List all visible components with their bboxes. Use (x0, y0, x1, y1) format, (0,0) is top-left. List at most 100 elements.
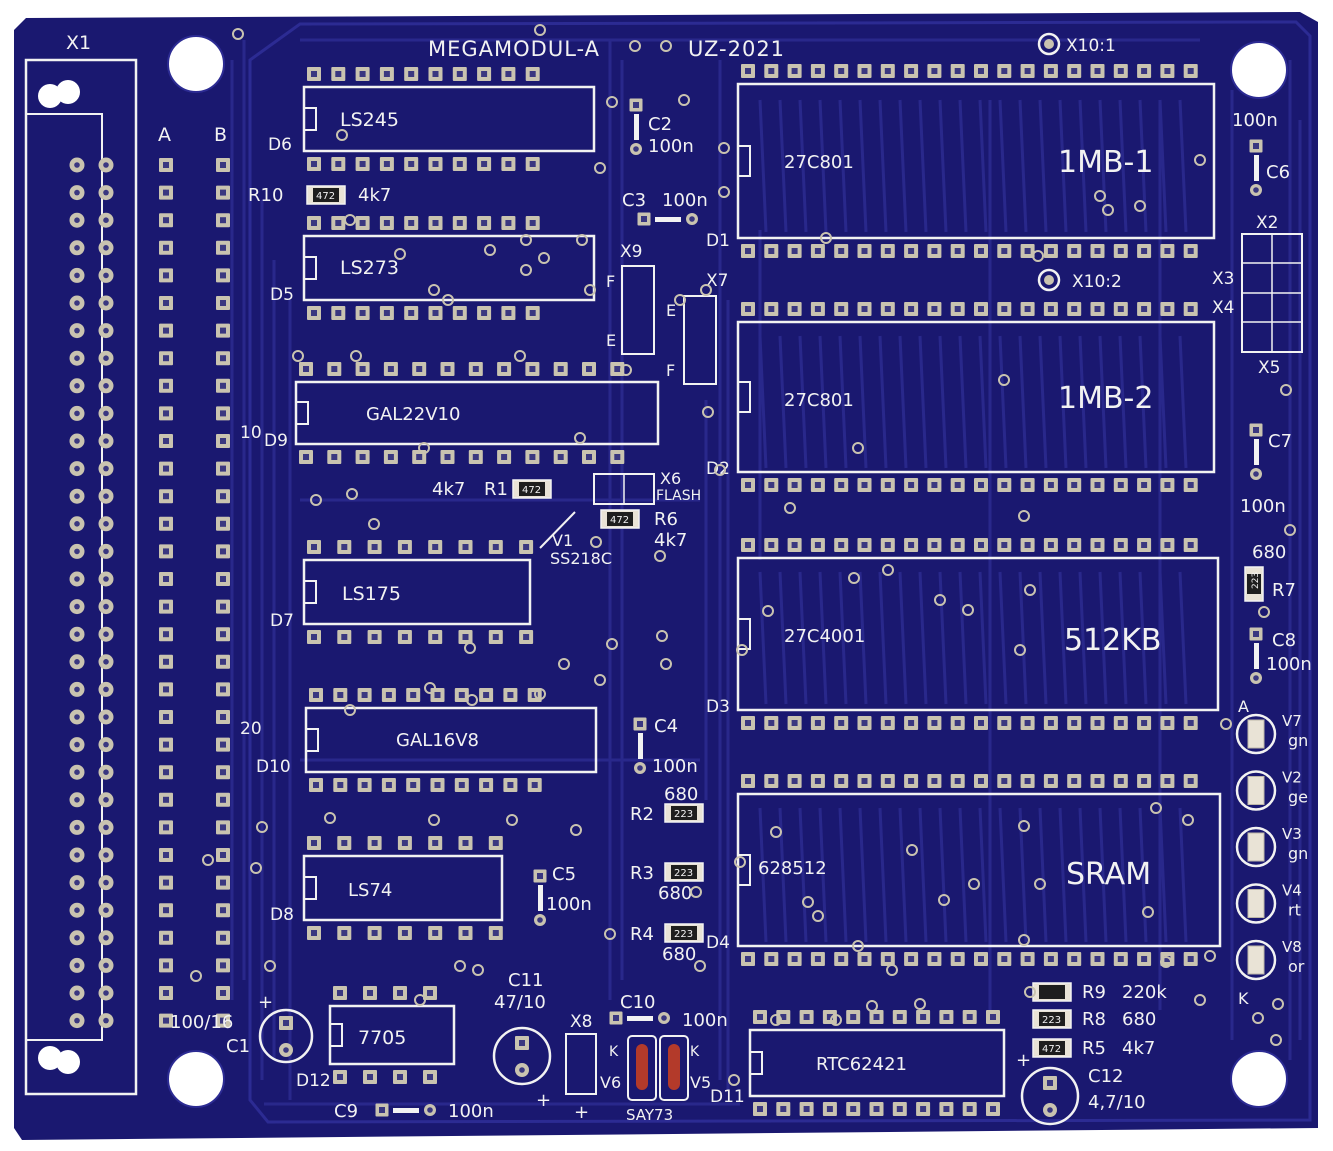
resistor-r3-ref: R3 (630, 863, 654, 884)
capacitor-c10-value: 100n (682, 1010, 728, 1031)
capacitor-c8: C8 100n (1249, 627, 1312, 684)
svg-text:E: E (606, 331, 616, 350)
svg-text:X2: X2 (1256, 213, 1278, 233)
resistor-r1-ref: R1 (484, 479, 508, 500)
capacitor-c4-ref: C4 (654, 716, 678, 737)
chip-d8-part: LS74 (348, 880, 392, 901)
chip-d4-ref: D4 (706, 933, 730, 953)
diode-pair-v5-v6: K K V6 V5 SAY73 (600, 1035, 711, 1124)
svg-text:X3: X3 (1212, 269, 1234, 289)
capacitor-c12-value: 4,7/10 (1088, 1092, 1146, 1113)
capacitor-c1-plus-mark: + (258, 992, 273, 1013)
chip-d2-label: 1MB-2 (1058, 381, 1153, 416)
row-a-label: A (158, 124, 171, 146)
chip-d3-label: 512KB (1064, 623, 1162, 658)
led-cathode-mark: K (1238, 989, 1249, 1008)
led-v2-color: ge (1288, 788, 1308, 807)
chip-d6-part: LS245 (340, 109, 399, 131)
svg-text:V1: V1 (552, 531, 573, 550)
resistor-r6-ref: R6 (654, 509, 678, 530)
resistor-r4-value: 680 (662, 944, 696, 965)
led-anode-mark: A (1238, 697, 1249, 716)
capacitor-c5-ref: C5 (552, 864, 576, 885)
chip-d9-part: GAL22V10 (366, 404, 460, 425)
chip-d9-ref: D9 (264, 431, 288, 451)
resistor-r7-ref: R7 (1272, 580, 1296, 601)
chip-d1-label: 1MB-1 (1058, 145, 1153, 180)
svg-text:F: F (666, 361, 675, 380)
svg-text:SS218C: SS218C (550, 549, 612, 568)
chip-d12-ref: D12 (296, 1071, 331, 1091)
led-v3-ref: V3 (1282, 825, 1302, 843)
chip-d2-ref: D2 (706, 459, 730, 479)
jumper-x10-1: X10:1 (1037, 32, 1116, 56)
chip-d10-part: GAL16V8 (396, 730, 479, 751)
resistor-r4-code: 223 (674, 929, 693, 940)
led-v3-color: gn (1288, 844, 1308, 863)
capacitor-c8-value: 100n (1266, 654, 1312, 675)
svg-text:V6: V6 (600, 1073, 621, 1092)
svg-text:X9: X9 (620, 242, 642, 262)
svg-text:X4: X4 (1212, 298, 1234, 318)
row-b-label: B (214, 124, 227, 146)
header-x2-x5: X2 X3 X4 X5 (1212, 213, 1303, 378)
chip-d7-ref: D7 (270, 611, 294, 631)
capacitor-c10-ref: C10 (620, 992, 655, 1013)
jumper-x6: X6 FLASH (593, 469, 701, 505)
svg-text:F: F (606, 272, 615, 291)
resistor-r10-code: 472 (316, 191, 335, 202)
resistor-r1-code: 472 (522, 485, 541, 496)
led-v4-ref: V4 (1282, 882, 1302, 900)
capacitor-c11-value: 47/10 (494, 992, 546, 1013)
capacitor-c9-value: 100n (448, 1101, 494, 1122)
capacitor-c12-ref: C12 (1088, 1066, 1123, 1087)
chip-d7: D7 LS175 (270, 540, 534, 644)
capacitor-c11-plus-mark: + (536, 1090, 551, 1111)
jumper-x8: X8 + (565, 1012, 597, 1123)
chip-d4: D4 628512 SRAM (706, 774, 1222, 966)
capacitor-c8-ref: C8 (1272, 630, 1296, 651)
capacitor-c7-value: 100n (1240, 496, 1286, 517)
resistor-r3-value: 680 (658, 883, 692, 904)
resistor-r9-ref: R9 (1082, 982, 1106, 1003)
chip-d4-label: SRAM (1066, 857, 1151, 892)
capacitor-c6-value: 100n (1232, 110, 1278, 131)
chip-d7-part: LS175 (342, 583, 401, 605)
svg-text:E: E (666, 301, 676, 320)
chip-d4-part: 628512 (758, 858, 827, 879)
board-edge-trace (248, 20, 1312, 1124)
capacitor-c2-ref: C2 (648, 114, 672, 135)
connector-x1-label: X1 (66, 32, 91, 54)
resistor-r8-value: 680 (1122, 1009, 1156, 1030)
resistor-r10-ref: R10 (248, 185, 283, 206)
board-title: MEGAMODUL-A (428, 37, 600, 61)
resistor-r8-code: 223 (1042, 1015, 1061, 1026)
chip-d11-ref: D11 (710, 1087, 745, 1107)
resistor-r3-code: 223 (674, 868, 693, 879)
led-v7-ref: V7 (1282, 712, 1302, 730)
capacitor-c12-plus-mark: + (1016, 1050, 1031, 1071)
capacitor-c4-value: 100n (652, 756, 698, 777)
capacitor-c12: C12 4,7/10 + (1016, 1050, 1146, 1126)
chip-d1-part: 27C801 (784, 152, 854, 173)
capacitor-c3-value: 100n (662, 190, 708, 211)
chip-d8-ref: D8 (270, 905, 294, 925)
board-revision: UZ-2021 (688, 37, 785, 61)
